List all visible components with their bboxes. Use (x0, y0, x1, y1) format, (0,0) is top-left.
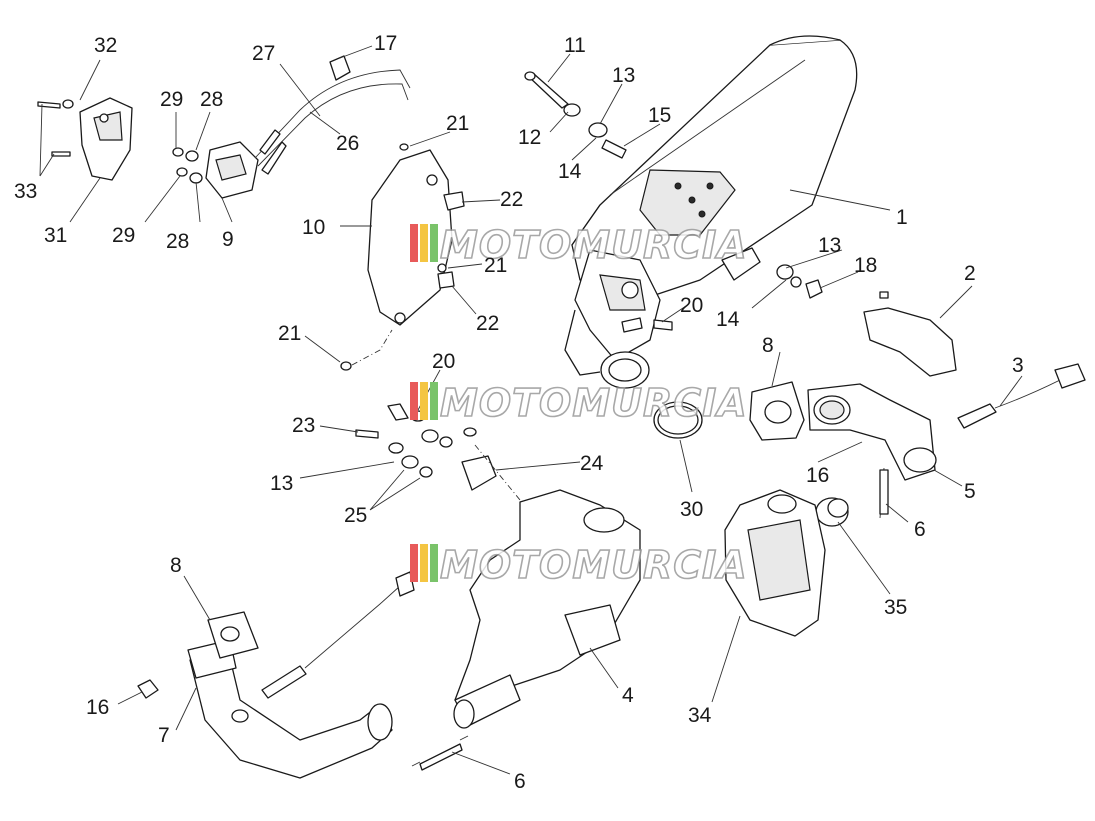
callout-24: 24 (580, 452, 604, 475)
clamp-35 (815, 497, 849, 527)
callout-3: 3 (1012, 354, 1024, 377)
callout-17: 17 (374, 32, 397, 55)
watermark-text-1: MOTOMURCIA (440, 223, 748, 267)
callout-21-mid: 21 (484, 254, 507, 277)
callout-21-top: 21 (446, 112, 469, 135)
leader-lines (39, 45, 1023, 775)
callout-8-rear: 8 (170, 554, 182, 577)
silencer-bracket (564, 249, 661, 389)
rubber-mount-14 (721, 247, 823, 299)
callout-7: 7 (158, 724, 170, 747)
callout-25: 25 (344, 504, 367, 527)
callout-22-top: 22 (500, 188, 523, 211)
callout-10: 10 (302, 216, 325, 239)
callout-21-bottom: 21 (278, 322, 301, 345)
actuator-part-9 (172, 141, 259, 199)
callout-29-bottom: 29 (112, 224, 135, 247)
callout-2: 2 (964, 262, 976, 285)
callout-26: 26 (336, 132, 359, 155)
callout-4: 4 (622, 684, 634, 707)
heat-shield-part-2 (863, 291, 957, 377)
header-pipe-part-5 (807, 383, 937, 481)
callout-1: 1 (896, 206, 908, 229)
callout-6-right: 6 (914, 518, 926, 541)
callout-16-front: 16 (806, 464, 829, 487)
watermark-bottom: MOTOMURCIA (410, 542, 748, 588)
flange-gasket-8-rear (207, 611, 259, 659)
watermark-top: MOTOMURCIA (410, 222, 748, 268)
actuator-bracket-31 (37, 97, 133, 181)
callout-28-bottom: 28 (166, 230, 189, 253)
lambda-sensor-part-3 (957, 363, 1086, 429)
spring-6-right (879, 467, 889, 519)
callout-5: 5 (964, 480, 976, 503)
callout-13-left: 13 (270, 472, 293, 495)
header-pipe-part-7 (187, 639, 393, 779)
callout-20-mid: 20 (432, 350, 455, 373)
nut-16-rear (137, 679, 159, 699)
callout-13-top: 13 (612, 64, 635, 87)
callout-31: 31 (44, 224, 67, 247)
callout-28-top: 28 (200, 88, 223, 111)
callout-20-top: 20 (680, 294, 703, 317)
catalyst-part-34 (724, 489, 826, 637)
callout-34: 34 (688, 704, 712, 727)
clip-17 (329, 55, 351, 81)
watermark-middle: MOTOMURCIA (410, 380, 748, 426)
callout-14-top: 14 (558, 160, 582, 183)
callout-27: 27 (252, 42, 275, 65)
bolt-11-assembly (524, 71, 627, 159)
lambda-sensor-rear (261, 571, 415, 699)
callout-12: 12 (518, 126, 541, 149)
callout-9: 9 (222, 228, 234, 251)
watermark-text-3: MOTOMURCIA (440, 543, 748, 587)
callout-18: 18 (854, 254, 877, 277)
callout-8-front: 8 (762, 334, 774, 357)
callout-35: 35 (884, 596, 907, 619)
callout-32: 32 (94, 34, 117, 57)
callout-30: 30 (680, 498, 703, 521)
callout-16-rear: 16 (86, 696, 109, 719)
screw-21 (340, 143, 409, 371)
callout-13-right: 13 (818, 234, 841, 257)
callout-14-right: 14 (716, 308, 740, 331)
collector-part-4 (453, 489, 641, 729)
callout-22-bottom: 22 (476, 312, 499, 335)
callout-15: 15 (648, 104, 671, 127)
callout-labels: 32 27 17 11 13 29 28 21 12 15 26 14 33 2… (14, 32, 1024, 793)
callout-11: 11 (564, 34, 586, 57)
callout-33: 33 (14, 180, 37, 203)
spring-6-bottom (411, 735, 469, 771)
callout-29-top: 29 (160, 88, 183, 111)
flange-gasket-8-front (749, 381, 805, 441)
callout-6-bottom: 6 (514, 770, 526, 793)
callout-23: 23 (292, 414, 315, 437)
watermark-text-2: MOTOMURCIA (440, 381, 748, 425)
gasket-30 (653, 401, 703, 439)
cables-26-27 (254, 69, 411, 175)
